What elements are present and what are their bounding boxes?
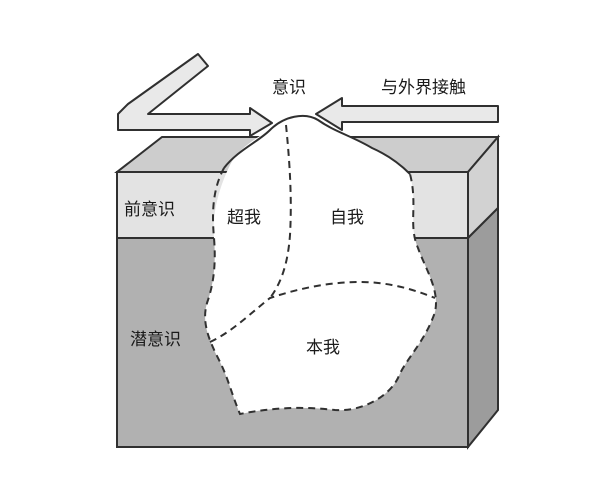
superego-ego-divider: [269, 124, 292, 299]
label-id: 本我: [306, 338, 340, 358]
label-consciousness: 意识: [272, 78, 306, 98]
label-preconscious: 前意识: [124, 200, 175, 220]
label-ego: 自我: [330, 208, 364, 228]
label-external-contact: 与外界接触: [381, 78, 466, 98]
label-subconscious: 潜意识: [130, 330, 181, 350]
label-superego: 超我: [227, 208, 261, 228]
iceberg-tip: [223, 114, 411, 175]
box-side-lower: [467, 205, 499, 450]
ego-id-divider: [209, 280, 436, 343]
right-arrow: [315, 97, 499, 131]
iceberg-body: [205, 115, 437, 415]
left-arrow: [117, 53, 273, 137]
